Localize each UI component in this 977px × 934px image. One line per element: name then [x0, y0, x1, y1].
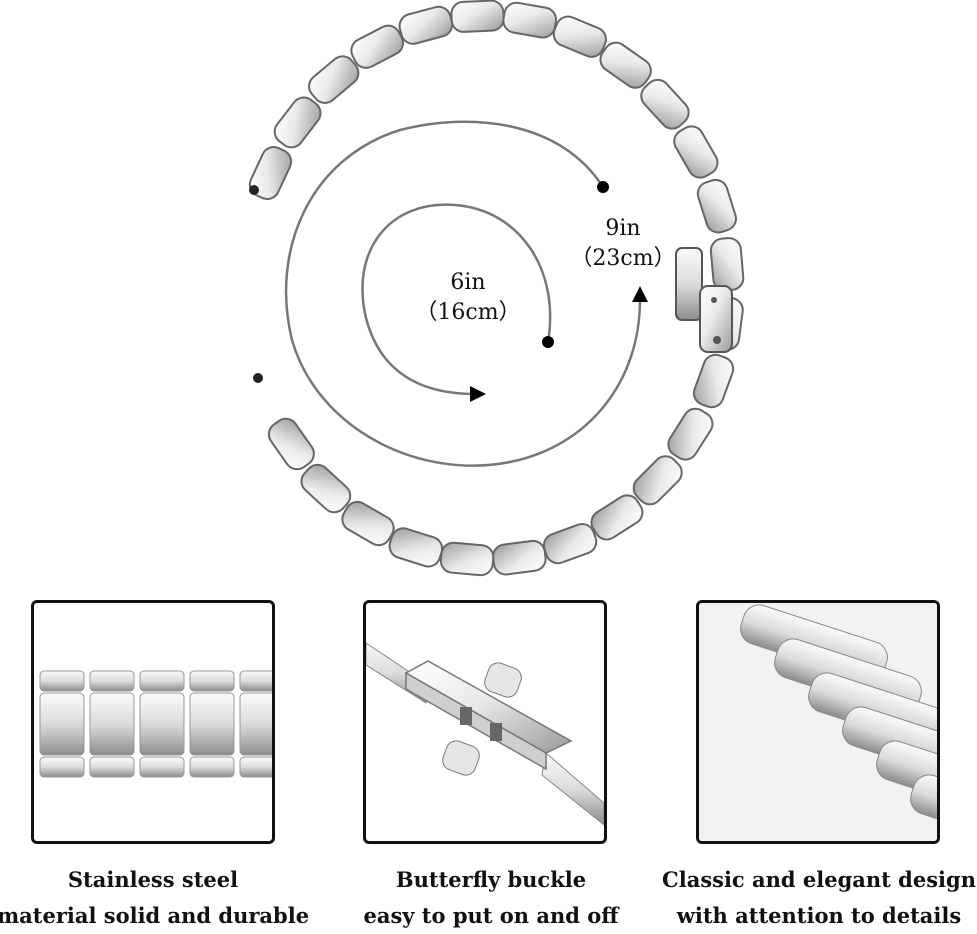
band-link — [590, 494, 644, 541]
band-link — [350, 24, 404, 69]
steel-link — [239, 670, 272, 692]
outer-size-label: 9in （23cm） — [568, 214, 678, 274]
steel-link — [189, 670, 235, 692]
link-detail-photo — [699, 603, 937, 841]
band-link — [696, 178, 737, 234]
band-link — [300, 463, 352, 514]
band-link — [273, 96, 322, 149]
steel-link — [189, 756, 235, 778]
butterfly-buckle-photo — [366, 642, 604, 826]
band-link — [667, 407, 714, 461]
size-spiral — [284, 120, 642, 467]
band-link — [308, 55, 360, 104]
feature-panel-design — [696, 600, 940, 844]
outer-arrow-icon — [632, 286, 648, 302]
steel-link — [139, 670, 185, 692]
outer-size-inches: 9in — [605, 216, 641, 241]
band-link — [492, 539, 547, 576]
band-link — [439, 541, 495, 577]
band-link — [709, 237, 745, 292]
steel-link — [139, 692, 185, 756]
feature-panel-buckle — [363, 600, 607, 844]
outer-size-cm: （23cm） — [570, 246, 676, 271]
steel-links-photo — [39, 670, 272, 778]
inner-size-label: 6in （16cm） — [408, 268, 528, 328]
feature-caption-design: Classic and elegant design with attentio… — [656, 862, 977, 934]
steel-link — [239, 692, 272, 756]
steel-link — [39, 756, 85, 778]
caption-line-2: easy to put on and off — [363, 903, 619, 928]
steel-link — [89, 692, 135, 756]
inner-arrow-icon — [470, 386, 486, 402]
detail-link — [876, 740, 937, 818]
band-link — [542, 522, 598, 565]
band-link — [552, 15, 607, 58]
inner-size-inches: 6in — [450, 270, 486, 295]
steel-link — [239, 756, 272, 778]
inner-start-dot — [542, 336, 554, 348]
band-link — [341, 500, 395, 547]
steel-link — [139, 756, 185, 778]
band-link — [388, 527, 444, 568]
steel-link — [189, 692, 235, 756]
inner-size-cm: （16cm） — [415, 300, 521, 325]
band-link — [502, 1, 557, 39]
steel-link — [89, 670, 135, 692]
band-link — [692, 353, 735, 409]
band-link — [248, 146, 293, 201]
caption-line-2: material solid and durable — [0, 903, 310, 928]
caption-line-1: Butterfly buckle — [395, 867, 587, 892]
feature-caption-buckle: Butterfly buckle easy to put on and off — [328, 862, 654, 934]
feature-panel-steel — [31, 600, 275, 844]
watch-band-image — [248, 0, 745, 577]
feature-caption-steel: Stainless steel material solid and durab… — [0, 862, 316, 934]
steel-link — [39, 670, 85, 692]
band-end-pin — [253, 373, 263, 383]
caption-line-2: with attention to details — [676, 903, 962, 928]
band-link — [398, 5, 454, 45]
band-link — [673, 125, 719, 179]
steel-link — [39, 692, 85, 756]
outer-start-dot — [597, 181, 609, 193]
band-link — [450, 0, 505, 33]
band-link — [599, 41, 652, 89]
detail-link — [910, 774, 937, 841]
band-links — [248, 0, 745, 577]
band-link — [632, 455, 683, 506]
band-end-pin — [249, 185, 259, 195]
clasp — [675, 247, 733, 353]
band-link — [640, 78, 690, 130]
caption-line-1: Stainless steel — [67, 867, 239, 892]
steel-link — [89, 756, 135, 778]
band-link — [267, 417, 315, 471]
caption-line-1: Classic and elegant design — [662, 867, 976, 892]
band-sizing-illustration: 9in （23cm） 6in （16cm） — [248, 0, 745, 577]
